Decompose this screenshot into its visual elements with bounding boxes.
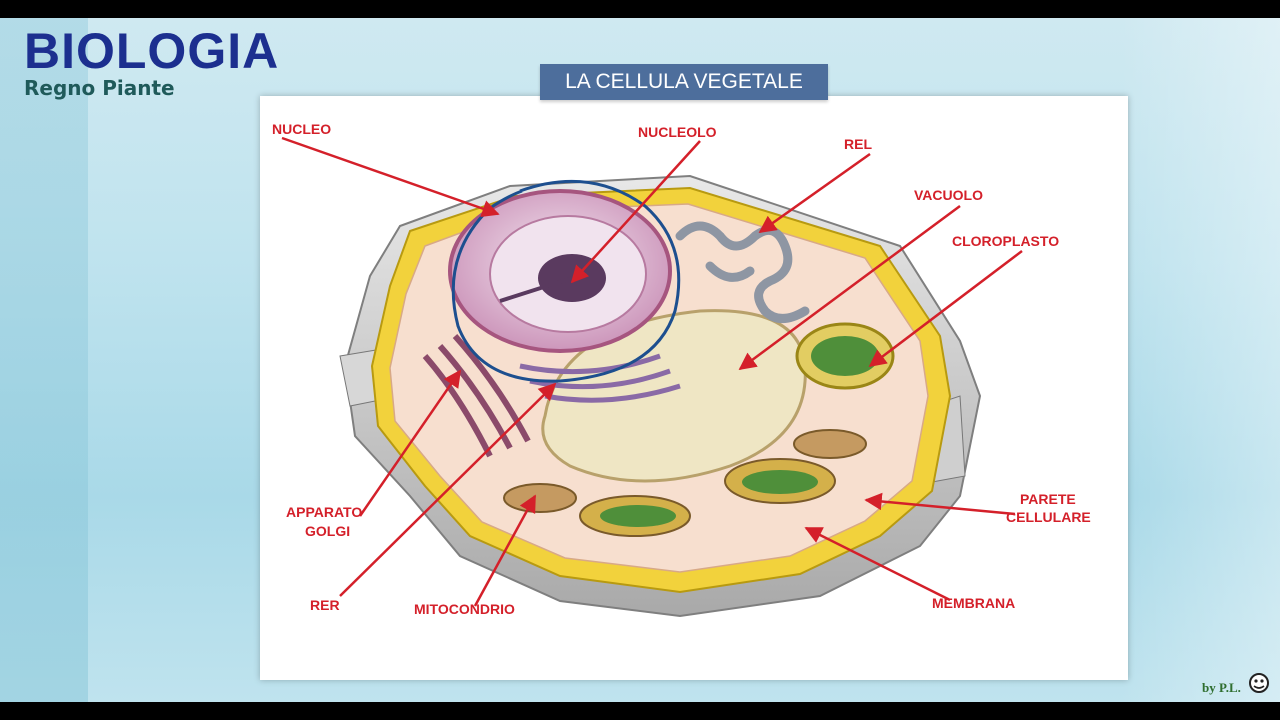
label-membrana: MEMBRANA	[932, 595, 1015, 611]
pen-annotation-circle	[451, 179, 681, 383]
slide-title: BIOLOGIA	[24, 23, 280, 79]
label-mitocondrio: MITOCONDRIO	[414, 601, 515, 617]
label-cellulare: CELLULARE	[1006, 509, 1091, 525]
label-parete: PARETE	[1020, 491, 1076, 507]
smooth-er	[675, 221, 810, 323]
slide-subtitle: Regno Piante	[24, 76, 175, 100]
diagram-title-banner: LA CELLULA VEGETALE	[540, 64, 828, 100]
label-nucleolo: NUCLEOLO	[638, 124, 717, 140]
label-rer: RER	[310, 597, 340, 613]
slide-background: BIOLOGIA Regno Piante LA CELLULA VEGETAL…	[0, 18, 1280, 702]
label-vacuolo: VACUOLO	[914, 187, 983, 203]
label-rel: REL	[844, 136, 872, 152]
label-cloroplasto: CLOROPLASTO	[952, 233, 1059, 249]
label-nucleo: NUCLEO	[272, 121, 331, 137]
plant-cell-diagram: NUCLEO NUCLEOLO REL VACUOLO CLOROPLASTO …	[272, 121, 1091, 618]
label-golgi: GOLGI	[305, 523, 350, 539]
chloroplasts	[600, 322, 895, 527]
author-credit: by P.L.	[1202, 680, 1241, 695]
label-arrows	[281, 136, 1023, 607]
diagram-panel: NUCLEO NUCLEOLO REL VACUOLO CLOROPLASTO …	[260, 96, 1128, 680]
author-logo-icon	[1249, 673, 1269, 693]
label-apparato: APPARATO	[286, 504, 362, 520]
